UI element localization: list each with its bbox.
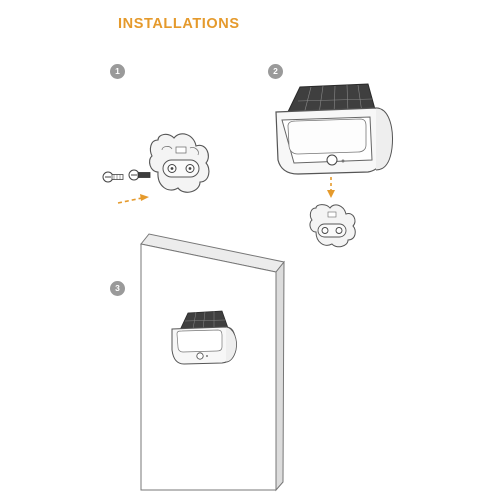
step-badge-1: 1	[110, 64, 125, 79]
step-badge-3: 3	[110, 281, 125, 296]
mounting-bracket	[149, 133, 210, 193]
wall-panel	[140, 233, 285, 492]
orange-arrow-icon	[327, 177, 335, 198]
step1-illustration	[102, 133, 210, 204]
solar-light-unit	[275, 83, 393, 175]
step-badge-2: 2	[268, 64, 283, 79]
page-title: INSTALLATIONS	[118, 16, 240, 32]
step3-illustration	[140, 233, 285, 492]
orange-arrow-icon	[117, 194, 149, 204]
screw-icon	[128, 169, 151, 181]
step2-illustration	[275, 83, 393, 248]
screw-icon	[102, 171, 124, 183]
mounting-bracket	[309, 204, 356, 248]
solar-light-unit	[171, 310, 237, 365]
